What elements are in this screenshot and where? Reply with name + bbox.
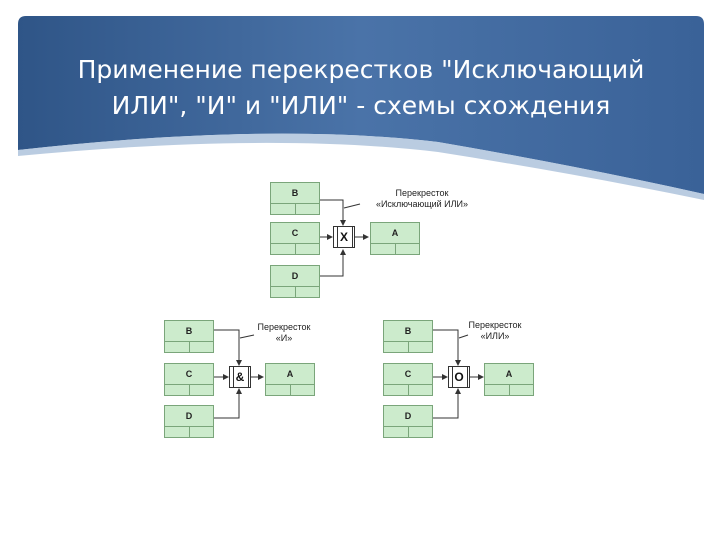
title-line-1: Применение перекрестков "Исключающий	[77, 55, 645, 84]
or-junction: O	[448, 366, 470, 388]
and-box-d: D	[164, 405, 214, 438]
xor-box-b: B	[270, 182, 320, 215]
convergence-diagram: B C D A X Перекресток «Исключающий ИЛИ» …	[162, 180, 538, 440]
title-line-2: ИЛИ", "И" и "ИЛИ" - схемы схождения	[111, 91, 611, 120]
connector-lines	[213, 199, 484, 419]
xor-caption: Перекресток «Исключающий ИЛИ»	[375, 188, 469, 209]
and-box-c: C	[164, 363, 214, 396]
and-junction: &	[229, 366, 251, 388]
or-box-b: B	[383, 320, 433, 353]
xor-box-c: C	[270, 222, 320, 255]
and-box-a: A	[265, 363, 315, 396]
or-box-c: C	[383, 363, 433, 396]
or-caption: Перекресток «ИЛИ»	[468, 320, 522, 341]
xor-junction: X	[333, 226, 355, 248]
xor-box-a: A	[370, 222, 420, 255]
xor-box-d: D	[270, 265, 320, 298]
header-banner	[18, 16, 704, 200]
and-caption: Перекресток «И»	[257, 322, 311, 343]
or-box-a: A	[484, 363, 534, 396]
slide-title: Применение перекрестков "Исключающий ИЛИ…	[18, 52, 704, 124]
or-box-d: D	[383, 405, 433, 438]
and-box-b: B	[164, 320, 214, 353]
